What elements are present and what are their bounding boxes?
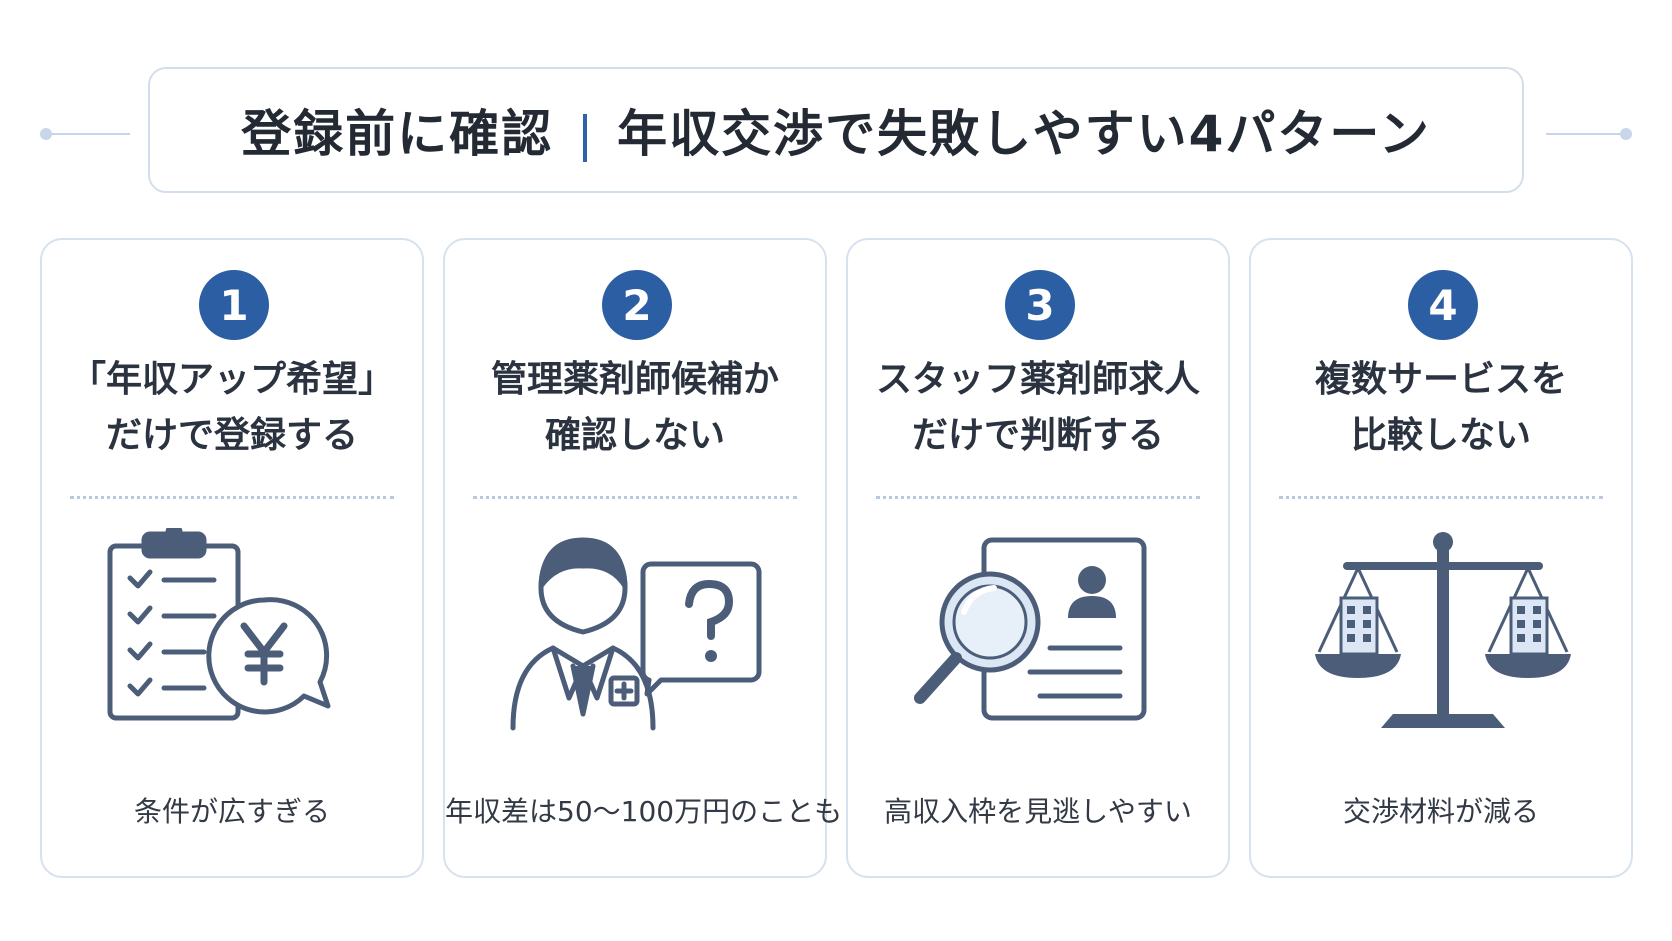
title-decor-dot-right (1620, 128, 1632, 140)
card-title-line2: だけで登録する (105, 415, 358, 456)
card-caption: 高収入枠を見逃しやすい (884, 795, 1192, 828)
clipboard-yen-icon (107, 528, 331, 721)
dotted-divider (1279, 496, 1603, 499)
card-title-line1: 管理薬剤師候補か (490, 359, 779, 400)
number-badge: 3 (1005, 270, 1075, 340)
card-title-line2: 比較しない (1350, 415, 1531, 456)
title-right: 年収交渉で失敗しやすい4パターン (617, 105, 1431, 163)
pattern-card-3: 3 スタッフ薬剤師求人 だけで判断する 高収入枠を見逃しやすい (846, 238, 1230, 878)
number-badge: 2 (602, 270, 672, 340)
pattern-card-1: 1 「年収アップ希望」 だけで登録する 条件が広すぎる (40, 238, 424, 878)
title-left: 登録前に確認 (241, 105, 554, 163)
title-decor-line-right (1546, 133, 1630, 135)
dotted-divider (876, 496, 1200, 499)
pharmacist-question-icon (510, 537, 762, 731)
number-badge: 1 (199, 270, 269, 340)
pattern-card-4: 4 複数サービスを 比較しない 交渉材料が減る (1249, 238, 1633, 878)
card-caption: 条件が広すぎる (133, 795, 330, 828)
title-box: 登録前に確認 年収交渉で失敗しやすい4パターン (148, 67, 1524, 193)
title-decor-dot-left (40, 128, 52, 140)
title-decor-line-left (46, 133, 130, 135)
magnifier-resume-icon (914, 537, 1147, 721)
card-title-line1: スタッフ薬剤師求人 (875, 359, 1200, 400)
card-title-line1: 複数サービスを (1314, 359, 1567, 400)
page-title: 登録前に確認 年収交渉で失敗しやすい4パターン (241, 94, 1431, 166)
pattern-card-2: 2 管理薬剤師候補か 確認しない 年収差は50〜100万円のことも (443, 238, 843, 878)
card-title-line2: だけで判断する (911, 415, 1164, 456)
card-title-line1: 「年収アップ希望」 (69, 359, 394, 400)
card-caption: 年収差は50〜100万円のことも (445, 795, 843, 828)
card-title: 複数サービスを 比較しない (1251, 352, 1631, 464)
number-badge: 4 (1408, 270, 1478, 340)
card-title: スタッフ薬剤師求人 だけで判断する (848, 352, 1228, 464)
dotted-divider (70, 496, 394, 499)
balance-scale-icon (1315, 532, 1571, 728)
card-title: 管理薬剤師候補か 確認しない (445, 352, 825, 464)
card-title-line2: 確認しない (544, 415, 725, 456)
card-title: 「年収アップ希望」 だけで登録する (42, 352, 422, 464)
card-caption: 交渉材料が減る (1342, 795, 1539, 828)
title-separator (583, 113, 588, 162)
dotted-divider (473, 496, 797, 499)
